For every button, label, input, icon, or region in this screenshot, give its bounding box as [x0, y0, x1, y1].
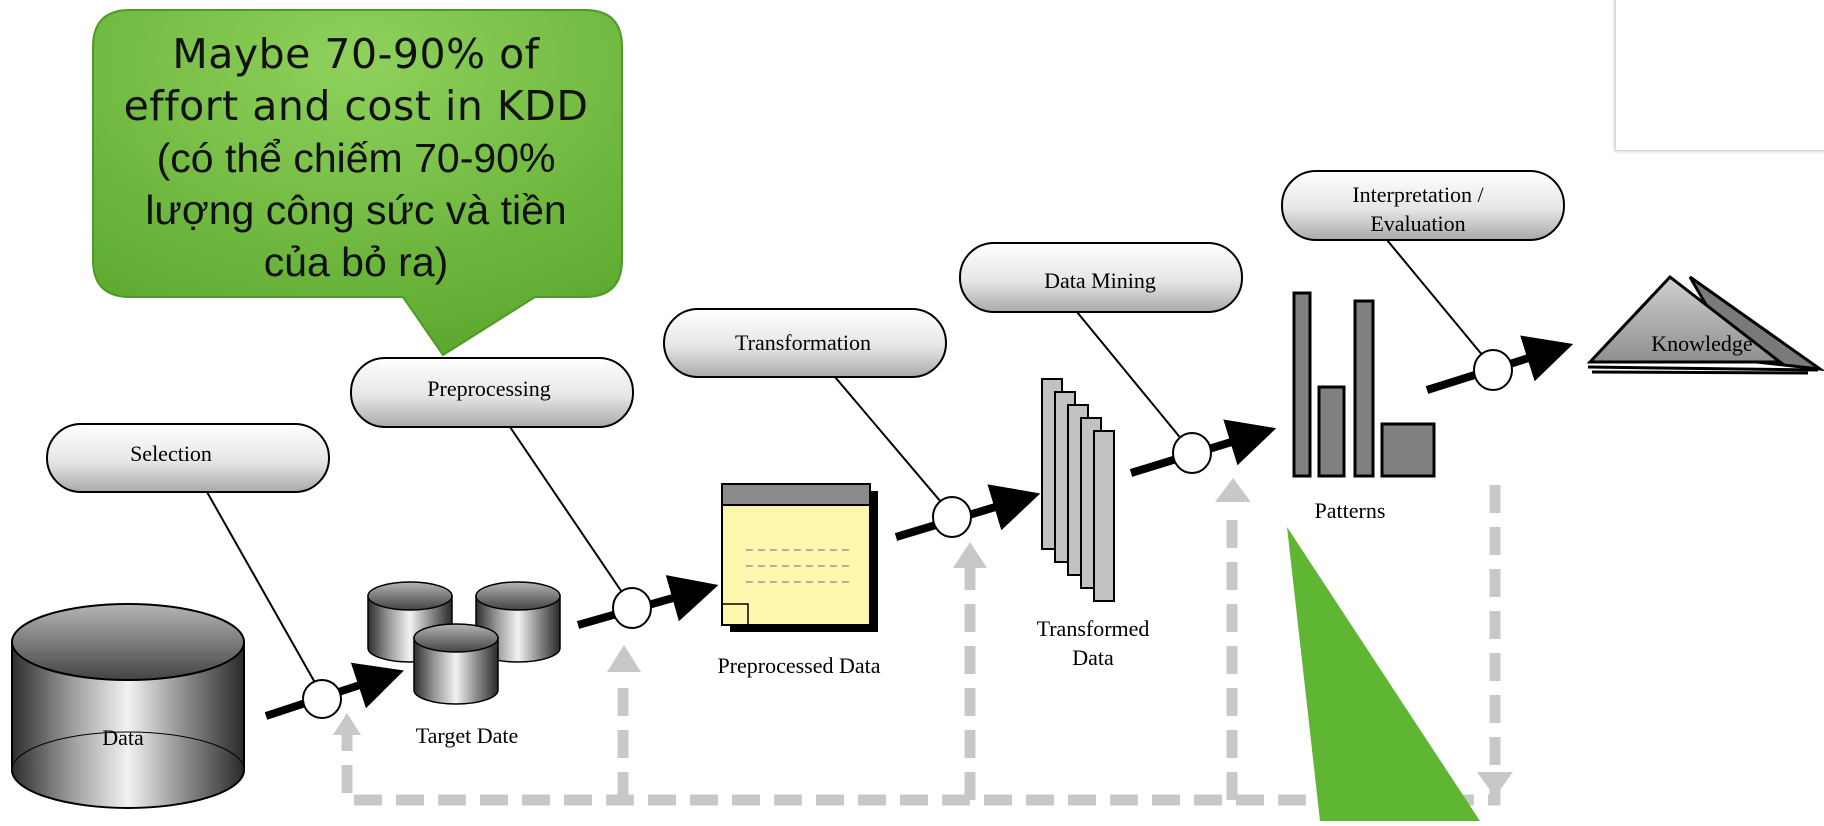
data-cylinder-icon — [11, 603, 245, 809]
patterns-bars-icon — [1292, 291, 1436, 478]
step-connectors — [206, 239, 1494, 696]
data-mining-label: Data Mining — [1044, 268, 1156, 293]
knowledge-label: Knowledge — [1651, 331, 1752, 356]
transformed-pages-icon — [1041, 378, 1115, 602]
target-data-cylinders-icon — [367, 581, 561, 705]
transformed-data-label-line1: Transformed — [1037, 616, 1150, 641]
corner-panel — [1615, 0, 1824, 151]
callout-line-5: của bỏ ra) — [263, 239, 449, 285]
interpretation-pill — [1281, 170, 1565, 241]
effort-callout — [92, 9, 623, 357]
preprocessed-document-icon — [721, 483, 878, 632]
data-mining-pill — [959, 242, 1243, 313]
transformation-label: Transformation — [735, 330, 871, 355]
preprocessing-label: Preprocessing — [427, 376, 550, 401]
preprocessing-pill — [350, 357, 634, 428]
transformed-data-label-line2: Data — [1072, 645, 1114, 670]
callout-line-4: lượng công sức và tiền — [145, 187, 567, 233]
selection-pill — [46, 423, 330, 493]
callout-line-3: (có thể chiếm 70-90% — [156, 135, 556, 181]
knowledge-pyramid-icon — [1586, 274, 1824, 375]
interpretation-label-line1: Interpretation / — [1352, 182, 1484, 207]
transformation-pill — [663, 308, 947, 378]
effort-callout-text: Maybe 70-90% of effort and cost in KDD (… — [96, 28, 616, 288]
feedback-arrowheads — [333, 478, 1513, 797]
callout-line-2: effort and cost in KDD — [123, 82, 589, 130]
target-data-label: Target Date — [416, 723, 519, 748]
patterns-label: Patterns — [1315, 498, 1386, 523]
preprocessed-data-label: Preprocessed Data — [717, 653, 880, 678]
green-triangle-shape — [1287, 527, 1480, 821]
interpretation-label-line2: Evaluation — [1370, 211, 1465, 236]
callout-line-1: Maybe 70-90% of — [172, 30, 540, 78]
step-labels — [46, 170, 1565, 493]
data-label: Data — [102, 725, 144, 750]
selection-label: Selection — [130, 441, 212, 466]
feedback-loop — [341, 485, 1501, 806]
process-nodes — [302, 349, 1513, 719]
